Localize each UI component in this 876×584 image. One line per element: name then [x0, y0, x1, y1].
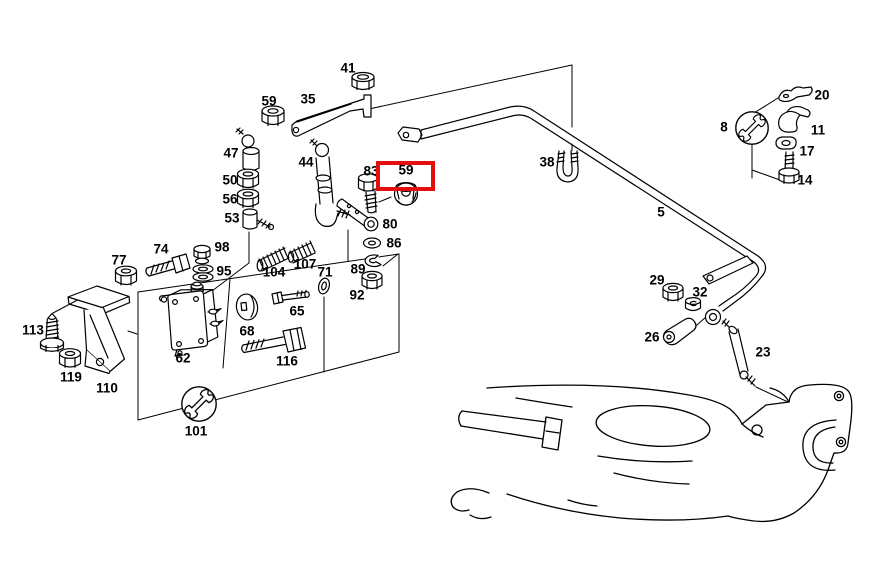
tool-marker-101: [181, 386, 217, 422]
part-label-107[interactable]: 107: [293, 256, 317, 272]
part-83-bolt: [357, 173, 379, 214]
part-89-lock-washer: [364, 254, 382, 268]
part-59-nut-upper: [261, 105, 285, 127]
part-20-clamp: [778, 86, 813, 103]
sway-bar-drawing: [397, 105, 767, 326]
part-label-89[interactable]: 89: [350, 261, 366, 277]
part-label-50[interactable]: 50: [222, 172, 238, 188]
part-label-26[interactable]: 26: [644, 329, 660, 345]
part-17-washer: [775, 136, 797, 150]
part-label-47[interactable]: 47: [223, 145, 239, 161]
part-label-101[interactable]: 101: [184, 423, 208, 439]
part-label-77[interactable]: 77: [111, 252, 127, 268]
part-label-14[interactable]: 14: [797, 172, 813, 188]
part-104-spring: [256, 246, 290, 272]
part-label-113[interactable]: 113: [22, 322, 44, 338]
part-68-cap: [235, 293, 259, 321]
part-label-71[interactable]: 71: [317, 264, 333, 280]
part-label-17[interactable]: 17: [799, 143, 815, 159]
part-label-80[interactable]: 80: [382, 216, 398, 232]
part-47-ball-joint: [235, 127, 260, 172]
part-label-65[interactable]: 65: [289, 303, 305, 319]
part-80-link-plate: [336, 198, 379, 232]
part-35-bracket: [291, 94, 372, 137]
part-65-bolt: [271, 289, 310, 305]
part-label-44[interactable]: 44: [298, 154, 314, 170]
part-label-74[interactable]: 74: [153, 241, 169, 257]
part-77-nut: [114, 265, 138, 286]
part-14-bolt: [778, 151, 800, 185]
part-label-41[interactable]: 41: [340, 60, 356, 76]
part-label-92[interactable]: 92: [349, 287, 365, 303]
part-label-11[interactable]: 11: [810, 122, 826, 138]
part-label-116[interactable]: 116: [276, 353, 298, 369]
part-32-bushing: [684, 297, 702, 312]
part-119-nut: [58, 348, 82, 368]
tool-marker-8: [735, 111, 769, 145]
part-74-bolt: [145, 253, 191, 277]
part-53-fitting: [242, 208, 275, 231]
part-92-nut: [361, 270, 383, 290]
part-label-104[interactable]: 104: [262, 264, 286, 280]
axle-carrier-sketch: [450, 383, 853, 523]
part-label-68[interactable]: 68: [239, 323, 255, 339]
part-41-locknut: [351, 71, 375, 91]
part-86-washer: [362, 237, 382, 249]
part-26-bushing-sleeve: [662, 317, 697, 346]
part-label-56[interactable]: 56: [222, 191, 238, 207]
part-107-spring: [287, 240, 316, 264]
part-71-seal-ring: [317, 277, 331, 295]
highlight-box: [376, 161, 435, 191]
part-56-nut: [236, 188, 260, 209]
part-label-95[interactable]: 95: [216, 263, 232, 279]
part-29-nut: [662, 282, 684, 302]
part-label-5[interactable]: 5: [657, 204, 665, 220]
part-label-23[interactable]: 23: [755, 344, 771, 360]
part-label-83[interactable]: 83: [363, 163, 379, 179]
part-label-110[interactable]: 110: [96, 380, 118, 396]
part-label-20[interactable]: 20: [814, 87, 830, 103]
part-95-washers: [192, 264, 214, 282]
part-11-strap: [778, 105, 811, 133]
part-44-link: [309, 138, 351, 227]
part-98-plug: [193, 244, 211, 265]
part-label-59-upper[interactable]: 59: [261, 93, 277, 109]
part-label-32[interactable]: 32: [692, 284, 708, 300]
part-label-59-highlighted[interactable]: 59: [398, 162, 414, 178]
part-label-8[interactable]: 8: [720, 119, 728, 135]
part-113-screw: [39, 312, 65, 353]
part-23-link-rod: [721, 318, 756, 387]
part-label-98[interactable]: 98: [214, 239, 230, 255]
part-label-38[interactable]: 38: [539, 154, 555, 170]
part-50-nut: [236, 168, 260, 189]
part-62-leveling-valve: [158, 281, 224, 357]
part-label-119[interactable]: 119: [60, 369, 82, 385]
part-label-29[interactable]: 29: [649, 272, 665, 288]
part-label-35[interactable]: 35: [300, 91, 316, 107]
part-label-86[interactable]: 86: [386, 235, 402, 251]
part-110-bracket: [67, 285, 131, 375]
u-bolt-38: [556, 150, 579, 183]
part-label-53[interactable]: 53: [224, 210, 240, 226]
part-label-62[interactable]: 62: [175, 350, 191, 366]
part-116-bolt: [241, 326, 307, 354]
